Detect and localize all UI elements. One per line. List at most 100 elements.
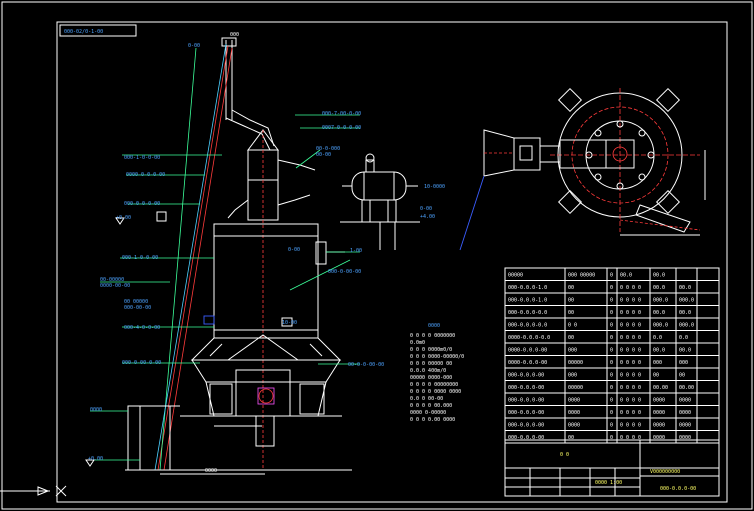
notes-line: 0000 0-00000 <box>410 410 446 416</box>
notes-line: 00000 0000-000 <box>410 375 452 381</box>
parts-table-cell: 0 0 0 0 <box>620 335 641 341</box>
callout-center-3: 00-0-000 <box>316 146 340 152</box>
callout-center-8: 10-00 <box>282 320 297 326</box>
parts-table-cell: 00.0 <box>679 310 691 316</box>
parts-table-cell: 0 0 0 0 <box>620 398 641 404</box>
parts-table-cell: 00 <box>653 373 659 379</box>
parts-table-cell: 0 <box>610 423 613 429</box>
callout-left-7: 0000-00-00 <box>100 283 130 289</box>
callout-left-10: 000-4-0-0-00 <box>124 325 160 331</box>
parts-table-cell: 0000 <box>568 398 580 404</box>
callout-left-2: 0000-0-0-0-00 <box>126 172 165 178</box>
parts-table-cell: 0000 <box>568 410 580 416</box>
parts-table-cell: 00 <box>568 435 574 441</box>
notes-line: 0 0 0 0 00000000 <box>410 382 458 388</box>
parts-table-cell: 00 <box>568 310 574 316</box>
parts-table-cell: 00.0 <box>653 348 665 354</box>
callout-center-7: 000-0-00-00 <box>328 269 361 275</box>
callout-center-11: 10-0000 <box>424 184 445 190</box>
parts-table-cell: 0 0 0 0 <box>620 435 641 441</box>
callout-top: 0-00 <box>188 43 200 49</box>
parts-table-header-cell: 00.0 <box>620 273 632 279</box>
top-left-tag-box <box>59 24 137 37</box>
parts-table-cell: 0 <box>610 373 613 379</box>
parts-table-cell: 0000 <box>679 423 691 429</box>
parts-table-cell: 000 <box>568 348 577 354</box>
callout-left-4: +0.00 <box>116 215 131 221</box>
parts-table-header-cell: 00.0 <box>653 273 665 279</box>
callout-left-3: 000-0-0-0-00 <box>124 201 160 207</box>
parts-table-cell: 00000 <box>568 385 583 391</box>
parts-table-cell: 0000 <box>568 423 580 429</box>
parts-table-cell: 000-0.0.0-1.0 <box>508 285 547 291</box>
callout-center-9: 00-0-0-00-00 <box>348 362 384 368</box>
callout-center-1: 000-7-00-0-00 <box>322 111 361 117</box>
parts-table-cell: 00 <box>679 373 685 379</box>
parts-table-cell: 0 0 0 0 <box>620 298 641 304</box>
parts-table-cell: 0 <box>610 398 613 404</box>
parts-table-header-cell: 00000 <box>508 273 523 279</box>
parts-table-cell: 0 0 0 0 <box>620 323 641 329</box>
callout-center-2: 0007-0-0-0-00 <box>322 125 361 131</box>
notes-line: 0 0 0 0 0000000 <box>410 333 455 339</box>
callout-left-1: 000-1-0-0-00 <box>124 155 160 161</box>
callout-left-13: +0.00 <box>88 456 103 462</box>
callout-center-4: 00-00 <box>316 152 331 158</box>
parts-table-header-cell: 000 00000 <box>568 273 595 279</box>
notes-line: 0 0 0 00000 00 <box>410 361 452 367</box>
parts-table-cell: 00.0 <box>653 285 665 291</box>
notes-line: 0 0 0 0000m0/0 <box>410 347 452 353</box>
parts-table-cell: 000-0.0.0-00 <box>508 410 544 416</box>
parts-table-cell: 000-0.0.0-0.0 <box>508 323 547 329</box>
ucs-icon <box>0 485 67 497</box>
parts-table-cell: 0 <box>610 348 613 354</box>
parts-table-cell: 0000 <box>679 410 691 416</box>
parts-table-cell: 0 0 0 0 <box>620 423 641 429</box>
callout-left-6: 00-00000 <box>100 277 124 283</box>
parts-table-cell: 00.00 <box>679 385 694 391</box>
dimension-top: 000 <box>230 32 239 38</box>
parts-table-cell: 0 <box>610 435 613 441</box>
parts-table-cell: 000-0.0.0-00 <box>508 385 544 391</box>
dimension-bottom: 0000 <box>205 468 217 474</box>
callout-left-8: 00 00000 <box>124 299 148 305</box>
parts-table-cell: 000-0.0.0-00 <box>508 398 544 404</box>
callout-center-6: 1-00 <box>350 248 362 254</box>
parts-table-cell: 00.0 <box>679 285 691 291</box>
notes-line: 0 0 0 0.00 0000 <box>410 417 455 423</box>
parts-table-cell: 000 <box>679 360 688 366</box>
callout-left-11: 000-0-00-0-00 <box>122 360 161 366</box>
parts-table-cell: 000 <box>653 360 662 366</box>
parts-table-cell: 0000 <box>653 398 665 404</box>
parts-table-cell: 00 <box>568 335 574 341</box>
parts-table-cell: 0000-0.0.0-00 <box>508 348 547 354</box>
parts-table-cell: 0 0 0 0 <box>620 410 641 416</box>
parts-table-cell: 0 0 0 0 <box>620 360 641 366</box>
parts-table-cell: 0 <box>610 335 613 341</box>
parts-table-cell: 0 0 0 0 <box>620 385 641 391</box>
sheet-inner-border <box>56 21 728 503</box>
parts-table-cell: 0 <box>610 410 613 416</box>
parts-table-cell: 00 <box>568 285 574 291</box>
title-block: 0 0 V000000000 0000 1:00 000-0.0.0-00 <box>504 439 720 497</box>
parts-table-cell: 0 0 0 0 <box>620 310 641 316</box>
title-block-scale: 0000 1:00 <box>595 480 622 486</box>
parts-table-cell: 0 0 0 0 <box>620 348 641 354</box>
parts-table-cell: 0 <box>610 310 613 316</box>
parts-table-cell: 000.0 <box>679 323 694 329</box>
parts-table-cell: 000.0 <box>653 298 668 304</box>
notes-line: 0.0.0 400m/0 <box>410 368 446 374</box>
parts-table-cell: 0 <box>610 298 613 304</box>
parts-table-cell: 0 <box>610 360 613 366</box>
parts-table-cell: 0 <box>610 385 613 391</box>
callout-center-12: 0-00 <box>420 206 432 212</box>
notes-line: 0.0m0 <box>410 340 425 346</box>
parts-table-cell: 000-0.0.0-1.0 <box>508 298 547 304</box>
parts-table-cell: 000-0.0.0-00 <box>508 435 544 441</box>
parts-table-cell: 0000 <box>653 435 665 441</box>
parts-table-cell: 0 0 <box>568 323 577 329</box>
